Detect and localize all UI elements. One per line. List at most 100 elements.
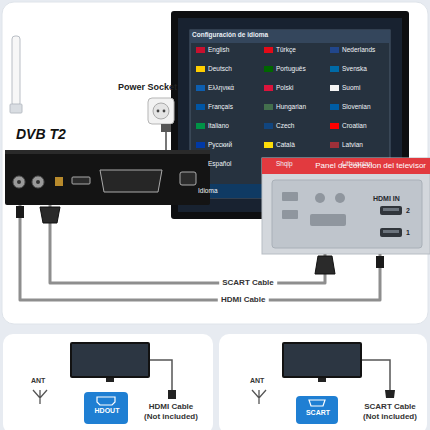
- receiver-illustration: [5, 150, 210, 205]
- hdmi-port: [72, 177, 90, 184]
- port-label-holder: HDMI IN: [373, 194, 400, 203]
- socket-hole: [163, 110, 166, 113]
- hdmi-slot: [380, 206, 402, 215]
- antenna-symbol: [33, 390, 47, 404]
- hdmi-plug: [376, 256, 384, 268]
- antenna-illustration: [10, 36, 22, 113]
- language-option-holder: Polski: [276, 84, 293, 92]
- node-text: Configuración de idioma: [178, 18, 404, 39]
- antenna-rod: [12, 36, 20, 106]
- cable-label-holder: HDMI Cable (Not included): [140, 402, 202, 422]
- edge-label-holder: SCART Cable: [219, 278, 277, 288]
- language-option-holder: Czech: [276, 122, 294, 130]
- hdmi-slot-pins: [383, 208, 399, 211]
- language-option: Shqip: [276, 160, 293, 168]
- language-option: Español: [208, 160, 232, 168]
- scart-plug: [40, 207, 60, 223]
- hdmi-icon: [97, 397, 115, 405]
- port-number-holder: 2: [406, 206, 410, 215]
- language-option-holder: Português: [276, 65, 306, 73]
- language-option: Català: [276, 141, 295, 149]
- coaxial-port: [55, 177, 63, 186]
- language-option-holder: Lithuanian: [342, 160, 372, 168]
- ant-in-port: [13, 176, 25, 188]
- flag: [330, 142, 339, 148]
- node-text: HDOUT: [84, 407, 130, 415]
- socket-plate: [148, 98, 174, 124]
- language-option: Nederlands: [342, 46, 375, 54]
- language-option-holder: English: [208, 46, 229, 54]
- port-number-holder: 1: [406, 228, 410, 237]
- flag: [264, 104, 273, 110]
- menu-footer-text-holder: Idioma: [198, 187, 218, 195]
- language-option-holder: Suomi: [342, 84, 360, 92]
- panel-port: [335, 193, 345, 203]
- cable-label: SCART Cable (Not included): [358, 402, 422, 422]
- language-option-holder: Deutsch: [208, 65, 232, 73]
- tv-icon-stand: [318, 378, 326, 382]
- tv-icon-screen: [72, 344, 148, 376]
- language-option-holder: Italiano: [208, 122, 229, 130]
- language-option: Lithuanian: [342, 160, 372, 168]
- language-option: Slovenian: [342, 103, 371, 111]
- power-plug: [161, 124, 171, 132]
- edge-label-holder: HDMI Cable: [218, 295, 268, 305]
- power-socket-icon: [148, 98, 174, 124]
- panel-port: [315, 193, 325, 203]
- bottom-card: [3, 334, 213, 430]
- flag: [330, 47, 339, 53]
- hdmi-slot: [380, 228, 402, 237]
- cable-connector: [20, 205, 380, 300]
- tv-icon-stand: [106, 378, 114, 382]
- language-option: Português: [276, 65, 306, 73]
- language-option: Italiano: [208, 122, 229, 130]
- language-option: Svenska: [342, 65, 367, 73]
- menu-footer-text: Idioma: [198, 187, 218, 195]
- flag: [196, 104, 205, 110]
- ant-out-port: [32, 176, 44, 188]
- port-number: 1: [406, 228, 410, 237]
- flag: [330, 85, 339, 91]
- power-socket: Power Socket: [118, 82, 200, 132]
- edge-label: HDMI Cable: [218, 295, 268, 305]
- socket-hole: [157, 110, 160, 113]
- hdmi-plug: [168, 390, 176, 399]
- panel-scart: [310, 214, 346, 226]
- language-option-holder: Latvian: [342, 141, 363, 149]
- language-option-holder: Shqip: [276, 160, 293, 168]
- language-option-holder: Français: [208, 103, 233, 111]
- receiver-box: DVB T2: [5, 150, 210, 205]
- language-option: Croatian: [342, 122, 367, 130]
- language-option: Ελληνικά: [208, 84, 234, 92]
- flag: [330, 123, 339, 129]
- flag: [330, 104, 339, 110]
- receiver-body: [5, 150, 210, 205]
- scart-icon: [309, 400, 325, 406]
- tv-icon-screen: [284, 344, 360, 376]
- antenna-label: ANT: [250, 376, 264, 385]
- flag: [196, 66, 205, 72]
- scart-port-box: SCART: [296, 396, 340, 424]
- language-option-holder: Svenska: [342, 65, 367, 73]
- port-label: HDMI IN: [373, 194, 400, 203]
- cable-line: [150, 360, 172, 391]
- node-text: SCART: [296, 409, 340, 417]
- antenna-label: ANT: [31, 376, 45, 385]
- language-option: Suomi: [342, 84, 360, 92]
- flag: [196, 47, 205, 53]
- panel-port: [282, 192, 298, 201]
- cable-label: HDMI Cable (Not included): [140, 402, 202, 422]
- language-option: English: [208, 46, 229, 54]
- antenna-base: [10, 104, 22, 113]
- panel-port: [282, 210, 298, 219]
- scart-setup-illustration: [252, 342, 395, 424]
- language-option: Deutsch: [208, 65, 232, 73]
- scart-port: [100, 170, 162, 192]
- flag: [264, 47, 273, 53]
- flag: [196, 142, 205, 148]
- flag: [330, 66, 339, 72]
